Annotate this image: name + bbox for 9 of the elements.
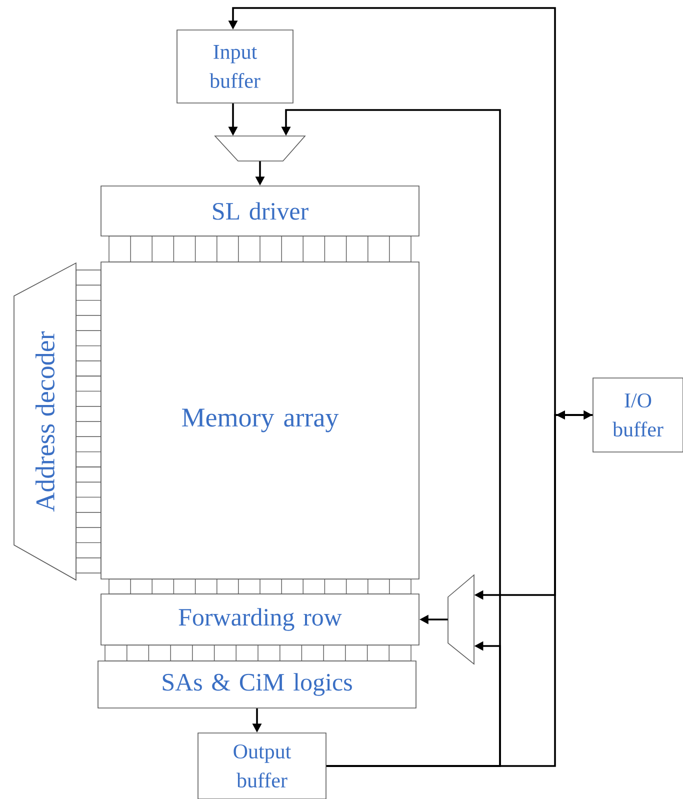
block-box: SAs & CiM logics [98, 660, 416, 708]
block-box: Memory array [100, 262, 420, 580]
block-box: Output buffer [198, 732, 326, 799]
multiplexer-symbol [448, 574, 474, 665]
block-box: I/O buffer [592, 378, 683, 452]
decoder-trapezoid: Address decoder [14, 262, 76, 581]
block-box: Input buffer [176, 30, 294, 104]
block-box: SL driver [100, 186, 420, 236]
block-box: Forwarding row [100, 594, 420, 646]
